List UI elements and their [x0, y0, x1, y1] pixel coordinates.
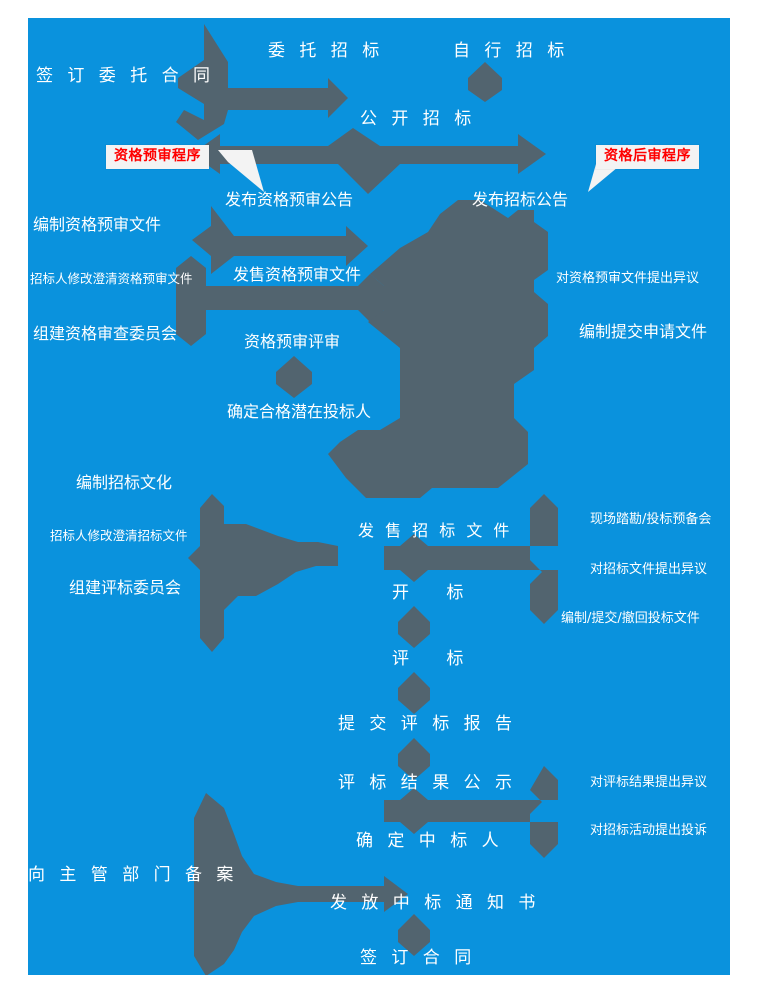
node-bid-evaluation[interactable]: 评 标 [392, 649, 480, 669]
node-form-eval-committee[interactable]: 组建评标委员会 [69, 578, 182, 597]
arrow-prequal-review [276, 356, 312, 398]
node-submit-withdraw-bid[interactable]: 编制/提交/撤回投标文件 [561, 611, 700, 626]
node-objection-eval-result[interactable]: 对评标结果提出异议 [590, 775, 708, 790]
node-self-bidding[interactable]: 自 行 招 标 [453, 41, 569, 61]
arrow-bid-evaluation [398, 672, 430, 714]
arrow-submit-report [398, 738, 430, 780]
arrow-entrust-contract [176, 24, 348, 140]
callout-pre-qualification[interactable]: 资格预审程序 [106, 145, 209, 170]
node-complaint-bidding-activity[interactable]: 对招标活动提出投诉 [590, 823, 708, 838]
arrow-prepare-prequal-docs [192, 206, 368, 274]
arrow-self-bidding [468, 62, 502, 102]
callout-tail-left [218, 150, 264, 192]
node-sell-prequal-docs[interactable]: 发售资格预审文件 [233, 265, 362, 284]
node-sign-contract[interactable]: 签 订 合 同 [360, 948, 476, 968]
arrow-issue-award-notice [398, 914, 430, 956]
arrow-public-bidding-split [192, 128, 546, 194]
node-determine-qualified-bidders[interactable]: 确定合格潜在投标人 [227, 402, 372, 421]
node-submit-eval-report[interactable]: 提 交 评 标 报 告 [338, 714, 517, 734]
node-form-qual-committee[interactable]: 组建资格审查委员会 [33, 324, 178, 343]
node-prepare-bid-docs[interactable]: 编制招标文化 [76, 473, 173, 492]
node-sign-entrust-contract[interactable]: 签 订 委 托 合 同 [36, 66, 215, 86]
arrow-eval-result-tbar [384, 766, 558, 858]
arrow-file-to-authority [194, 793, 408, 975]
node-prequal-review[interactable]: 资格预审评审 [244, 332, 341, 351]
node-entrust-bidding[interactable]: 委 托 招 标 [268, 41, 384, 61]
node-prepare-application-docs[interactable]: 编制提交申请文件 [579, 322, 708, 341]
node-publish-prequal-notice[interactable]: 发布资格预审公告 [225, 190, 354, 209]
arrow-bid-docs-left-blob [188, 494, 338, 652]
node-amend-prequal-docs[interactable]: 招标人修改澄清资格预审文件 [30, 271, 193, 286]
flowchart-canvas: 资格预审程序 资格后审程序 委 托 招 标 自 行 招 标 签 订 委 托 合 … [28, 18, 730, 975]
node-file-to-authority[interactable]: 向 主 管 部 门 备 案 [28, 865, 238, 885]
node-objection-bid-docs[interactable]: 对招标文件提出异议 [590, 562, 708, 577]
arrow-post-qualification-blob [328, 200, 548, 498]
node-site-survey[interactable]: 现场踏勘/投标预备会 [590, 512, 712, 527]
node-amend-bid-docs[interactable]: 招标人修改澄清招标文件 [50, 528, 188, 543]
arrow-bid-docs-right-tbar [384, 494, 558, 624]
callout-post-qualification[interactable]: 资格后审程序 [596, 145, 699, 170]
node-bid-opening[interactable]: 开 标 [392, 583, 480, 603]
node-public-bidding[interactable]: 公 开 招 标 [360, 109, 476, 129]
node-prepare-prequal-docs[interactable]: 编制资格预审文件 [33, 215, 162, 234]
node-sell-bid-docs[interactable]: 发 售 招 标 文 件 [358, 521, 513, 540]
node-eval-result-publicity[interactable]: 评 标 结 果 公 示 [338, 773, 517, 793]
node-objection-prequal-docs[interactable]: 对资格预审文件提出异议 [556, 271, 700, 286]
arrow-sell-bid-docs-down [400, 546, 428, 570]
flow-connectors [176, 24, 558, 975]
arrow-prequal-left-tbar [176, 256, 400, 346]
arrow-bid-opening [398, 606, 430, 648]
node-determine-winner[interactable]: 确 定 中 标 人 [356, 831, 504, 851]
node-issue-award-notice[interactable]: 发 放 中 标 通 知 书 [330, 893, 540, 913]
node-publish-bid-notice[interactable]: 发布招标公告 [472, 190, 569, 209]
